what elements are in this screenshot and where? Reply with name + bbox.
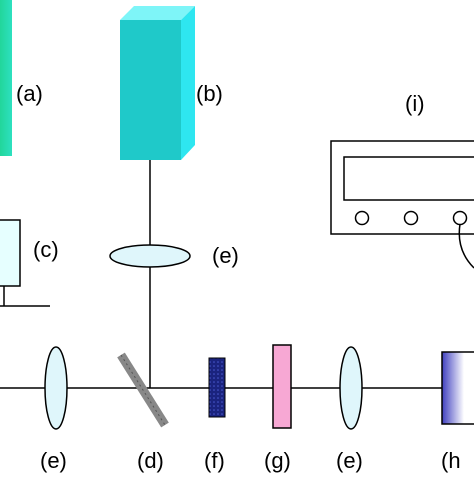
label-b: (b) (196, 81, 223, 106)
label-a: (a) (16, 81, 43, 106)
laser-b (120, 6, 195, 160)
label-g: (g) (264, 448, 291, 473)
label-e-right: (e) (336, 448, 363, 473)
label-e-vertical: (e) (212, 243, 239, 268)
lens-e-vertical (109, 244, 191, 268)
label-c: (c) (33, 237, 59, 262)
label-e-left: (e) (40, 448, 67, 473)
label-i: (i) (405, 91, 425, 116)
label-f: (f) (204, 448, 225, 473)
mirror-d (117, 352, 169, 428)
signal-cable (458, 223, 474, 269)
instrument-i (330, 140, 474, 269)
knob (354, 210, 370, 226)
plate-g (272, 344, 292, 429)
lens-e-left (44, 346, 68, 430)
knob (452, 210, 468, 226)
computer-c (0, 219, 50, 307)
lens-e-right (339, 346, 363, 430)
laser-a (0, 0, 12, 156)
knob (403, 210, 419, 226)
label-h: (h (441, 448, 461, 473)
detector-h (441, 351, 474, 425)
filter-f (208, 357, 226, 418)
label-d: (d) (137, 448, 164, 473)
